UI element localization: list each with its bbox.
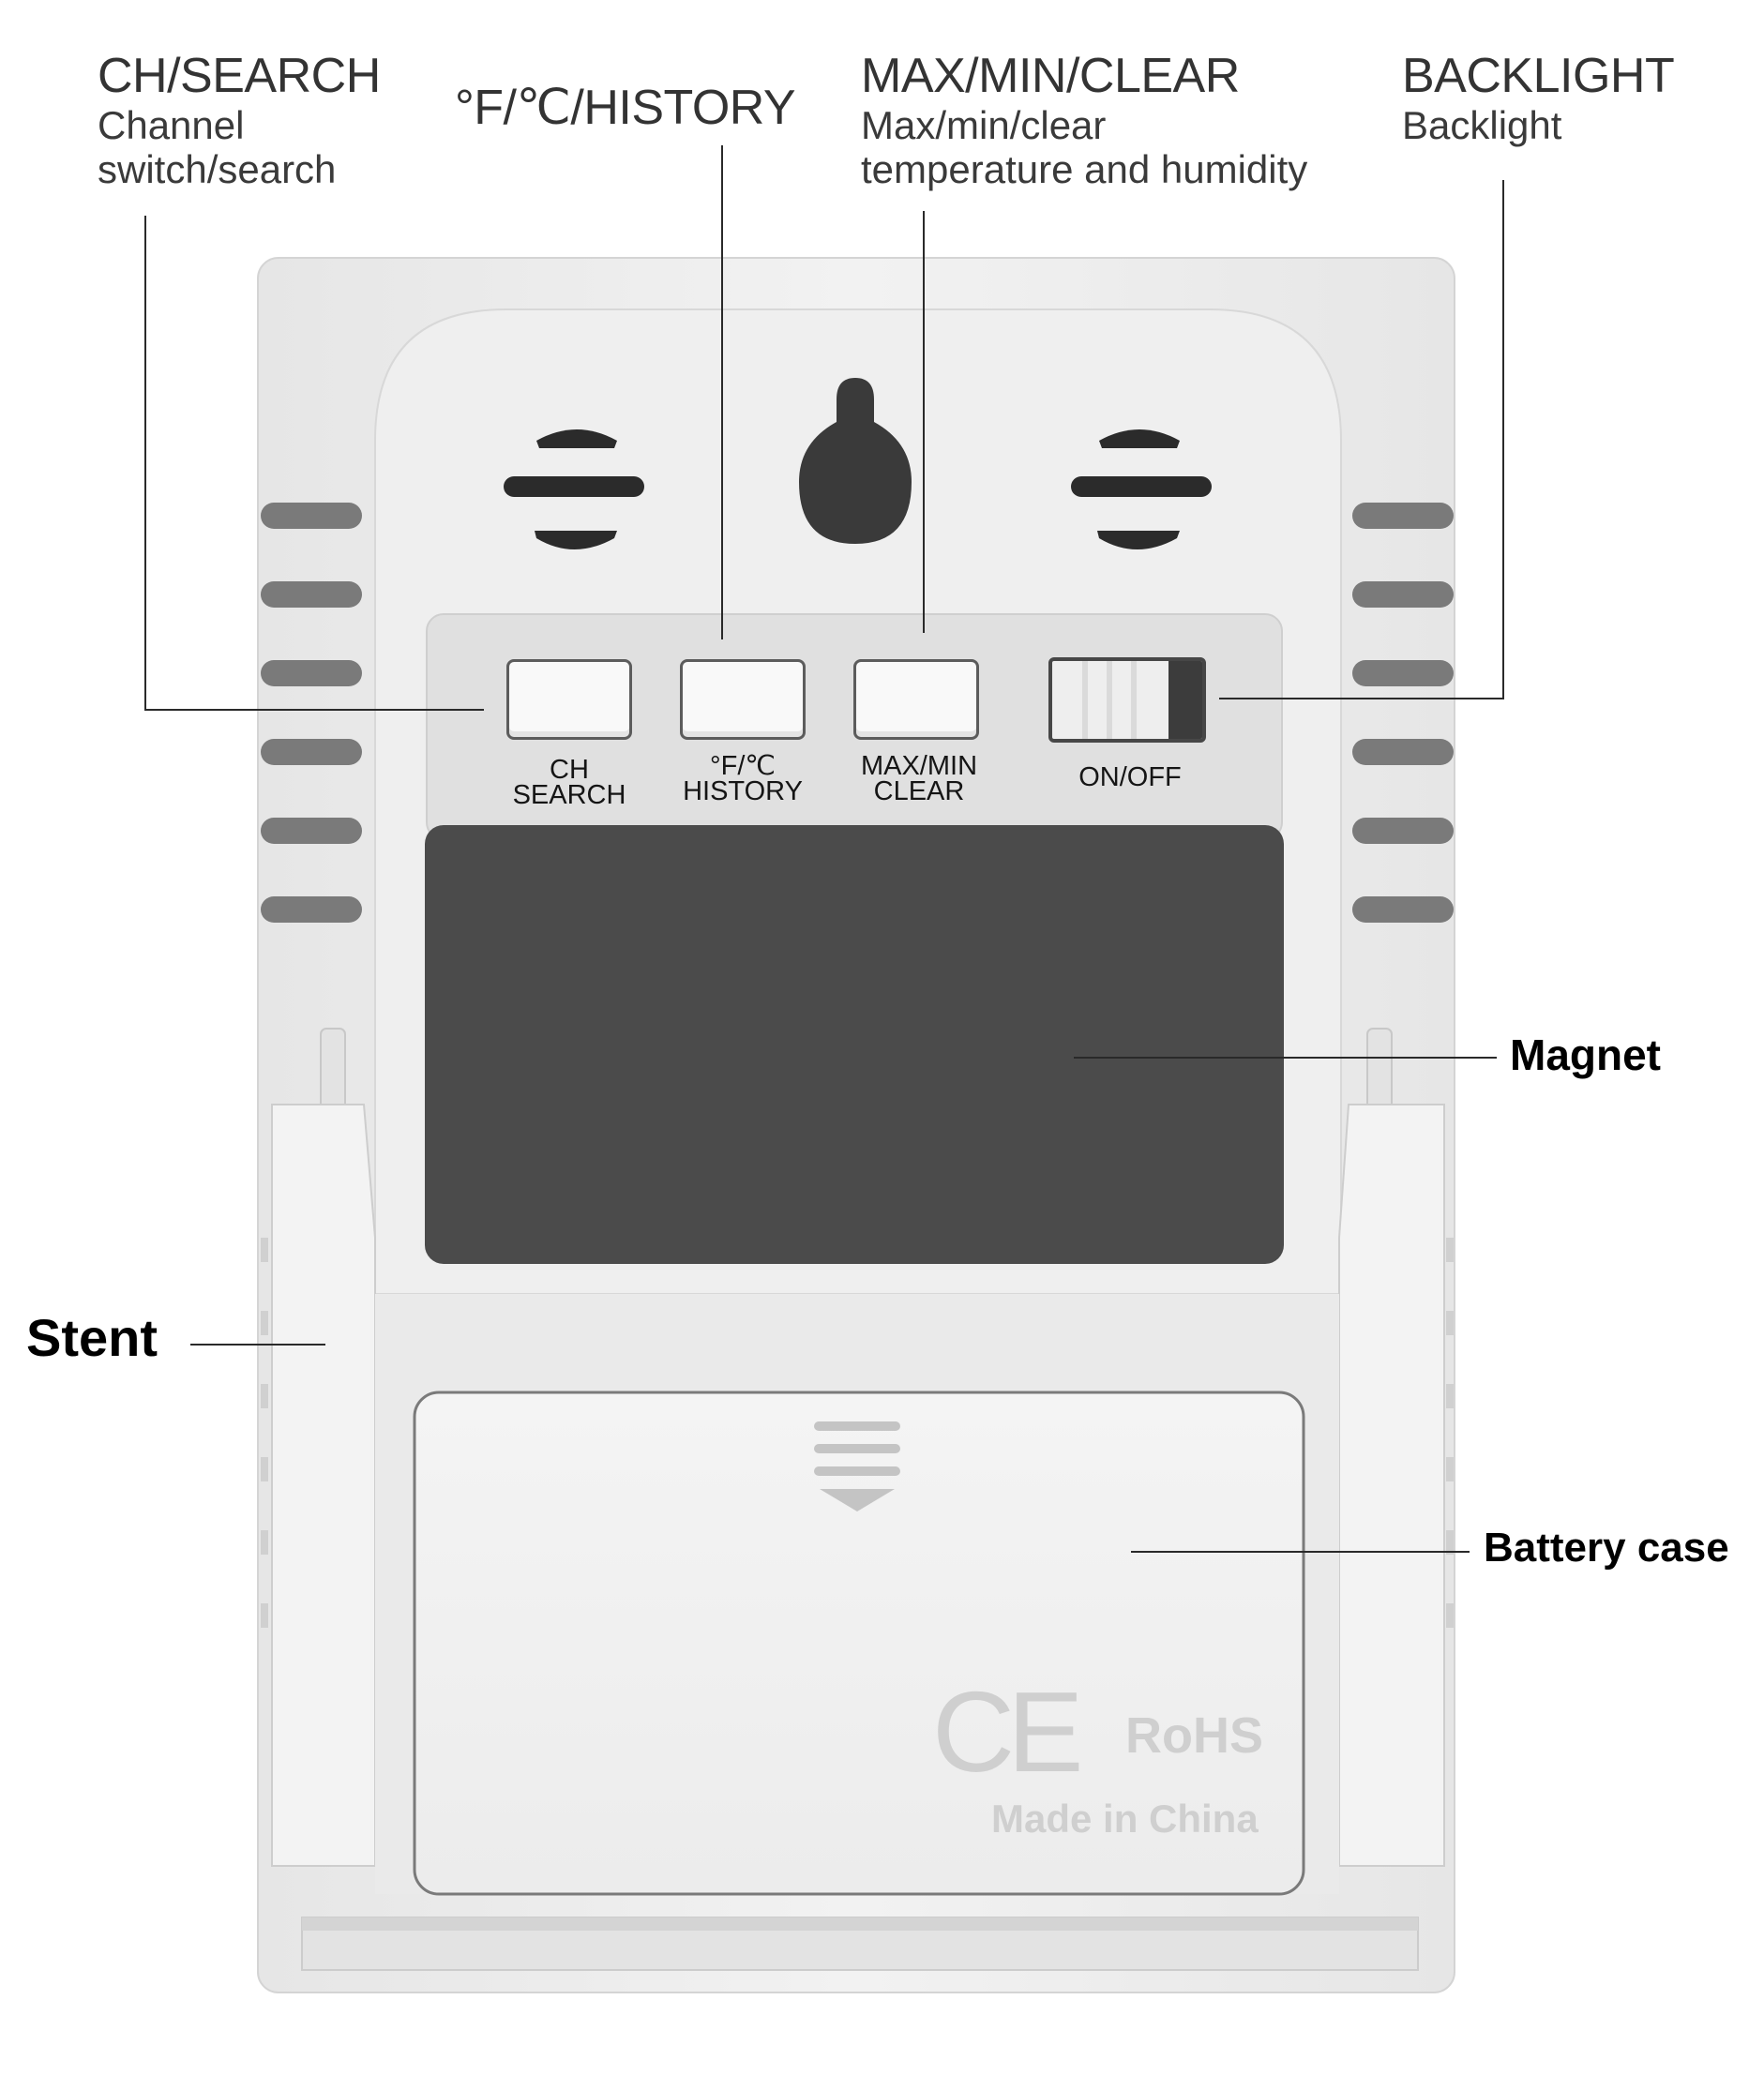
maxmin-callout-title: MAX/MIN/CLEAR (861, 49, 1240, 103)
battery-cover-arrow (814, 1421, 900, 1511)
magnet (425, 825, 1284, 1264)
leader-lines (144, 145, 1504, 1553)
unit-label-line1: °F/℃ (710, 751, 776, 781)
left-grille (504, 429, 644, 549)
rohs-mark: RoHS (1125, 1707, 1263, 1764)
ch-search-label-line2: SEARCH (512, 780, 626, 810)
stent-label: Stent (26, 1308, 158, 1367)
maxmin-callout-line2: temperature and humidity (861, 147, 1308, 191)
maxmin-label-line1: MAX/MIN (860, 751, 978, 781)
maxmin-label-line2: CLEAR (873, 776, 965, 806)
ce-mark: CE (932, 1668, 1084, 1796)
unit-label-line2: HISTORY (683, 776, 803, 806)
battery-case-label: Battery case (1484, 1525, 1729, 1571)
battery-cover (413, 1391, 1305, 1896)
switch-knob (1168, 661, 1202, 739)
ch-search-callout-line2: switch/search (98, 147, 337, 191)
maxmin-clear-button-label: MAX/MIN CLEAR (839, 751, 999, 806)
ch-search-callout: CH/SEARCH Channel switch/search (98, 49, 381, 191)
backlight-callout-line1: Backlight (1402, 103, 1562, 147)
ch-search-label-line1: CH (550, 755, 589, 785)
stent-right (1338, 1028, 1454, 1867)
right-grille (1071, 429, 1212, 549)
maxmin-clear-button[interactable] (853, 659, 979, 740)
ch-search-button-label: CH SEARCH (497, 755, 641, 810)
ch-search-button[interactable] (506, 659, 632, 740)
left-vents (261, 503, 362, 923)
history-callout: °F/℃/HISTORY (455, 81, 796, 135)
backlight-callout-title: BACKLIGHT (1402, 49, 1675, 103)
backlight-switch[interactable] (1048, 657, 1206, 743)
unit-history-button-label: °F/℃ HISTORY (668, 751, 818, 806)
maxmin-callout-line1: Max/min/clear (861, 103, 1107, 147)
stent-left (261, 1028, 376, 1867)
switch-label: ON/OFF (1078, 762, 1182, 792)
backlight-callout: BACKLIGHT Backlight (1402, 49, 1675, 147)
unit-history-button[interactable] (680, 659, 806, 740)
history-callout-title: °F/℃/HISTORY (455, 81, 796, 135)
made-in-china-mark: Made in China (991, 1797, 1259, 1841)
maxmin-callout: MAX/MIN/CLEAR Max/min/clear temperature … (861, 49, 1307, 191)
ch-search-callout-line1: Channel (98, 103, 245, 147)
magnet-label: Magnet (1510, 1030, 1661, 1079)
keyhole-mount (799, 378, 912, 544)
ch-search-callout-title: CH/SEARCH (98, 49, 381, 103)
right-vents (1352, 503, 1454, 923)
